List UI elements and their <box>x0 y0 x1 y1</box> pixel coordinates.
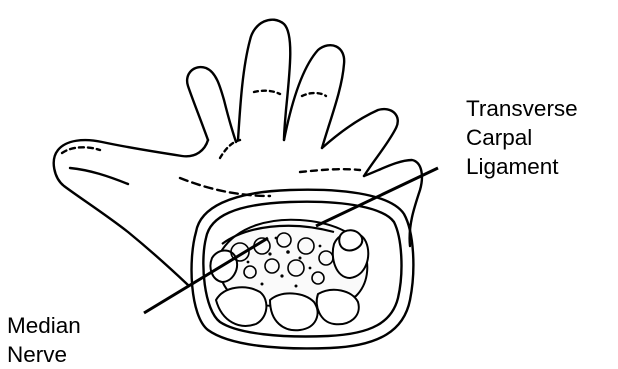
palm-crease-2 <box>300 169 360 172</box>
carpal-bone <box>216 287 266 326</box>
finger-crease <box>302 93 326 96</box>
carpal-bone <box>270 293 318 330</box>
carpal-bone <box>317 290 359 324</box>
pisiform-bone <box>339 230 362 250</box>
label-line: Ligament <box>466 152 578 181</box>
label-line: Transverse <box>466 94 578 123</box>
label-line: Median <box>7 311 81 340</box>
finger-crease <box>254 91 280 94</box>
label-line: Nerve <box>7 340 81 369</box>
ring-finger <box>284 45 344 148</box>
palm-crease-3 <box>220 140 240 158</box>
thumb-tip <box>62 147 100 153</box>
transverse-carpal-ligament-label: Transverse Carpal Ligament <box>466 94 578 181</box>
median-nerve-label: Median Nerve <box>7 311 81 369</box>
label-line: Carpal <box>466 123 578 152</box>
index-finger <box>187 67 236 142</box>
thumb-crease <box>70 168 128 184</box>
hand-outline <box>54 140 208 285</box>
ligament-leader-line <box>316 168 438 226</box>
middle-finger <box>238 20 290 140</box>
